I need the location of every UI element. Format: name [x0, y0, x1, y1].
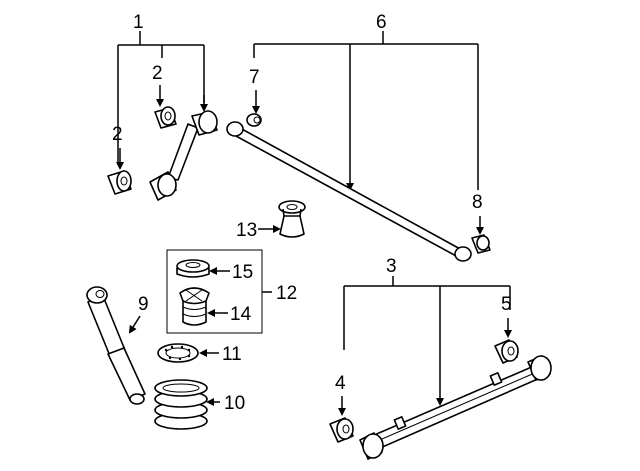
callout-13: 13	[236, 220, 257, 241]
lower-control-arm-group: 3 4 5	[329, 256, 552, 460]
spring-insulator	[157, 343, 199, 363]
callout-1: 1	[133, 12, 144, 33]
callout-9: 9	[138, 294, 149, 315]
shock-absorber-group: 9	[86, 286, 149, 405]
callout-2-lower: 2	[112, 124, 123, 145]
callout-8: 8	[472, 192, 483, 213]
upper-control-arm-group: 1 2 2	[107, 12, 218, 201]
callout-10: 10	[224, 393, 245, 414]
lateral-rod	[226, 121, 472, 262]
callout-3: 3	[386, 256, 397, 277]
callout-14: 14	[230, 304, 252, 325]
upper-seat-group: 13	[236, 200, 306, 241]
leader-1	[117, 31, 205, 165]
callout-5: 5	[501, 294, 512, 315]
spring-insulator-group: 11	[157, 343, 242, 365]
bushing-7	[246, 113, 262, 127]
callout-4: 4	[335, 373, 346, 394]
bushing-4	[329, 417, 354, 443]
bushing-upper	[154, 106, 177, 129]
callout-15: 15	[232, 262, 253, 283]
coil-spring	[154, 379, 208, 430]
bump-stop	[179, 287, 210, 326]
callout-2-upper: 2	[152, 63, 163, 84]
callout-12: 12	[276, 283, 297, 304]
bushing-5	[494, 339, 519, 364]
lower-control-arm	[359, 355, 552, 460]
shock-absorber	[86, 286, 146, 405]
arrow-9	[128, 315, 141, 334]
leader-3	[343, 276, 511, 350]
bushing-lower	[107, 170, 132, 195]
upper-control-arm	[149, 110, 218, 201]
bump-stop-kit-group: 12 15 14	[166, 249, 297, 334]
spring-upper-seat	[278, 200, 306, 238]
callout-7: 7	[249, 67, 260, 88]
lateral-rod-group: 6 7 8	[226, 12, 491, 262]
bump-stop-cap	[176, 259, 210, 278]
coil-spring-group: 10	[154, 379, 245, 430]
leader-6	[253, 31, 479, 190]
bushing-8	[471, 234, 491, 254]
callout-6: 6	[376, 12, 387, 33]
callout-11: 11	[222, 344, 242, 365]
